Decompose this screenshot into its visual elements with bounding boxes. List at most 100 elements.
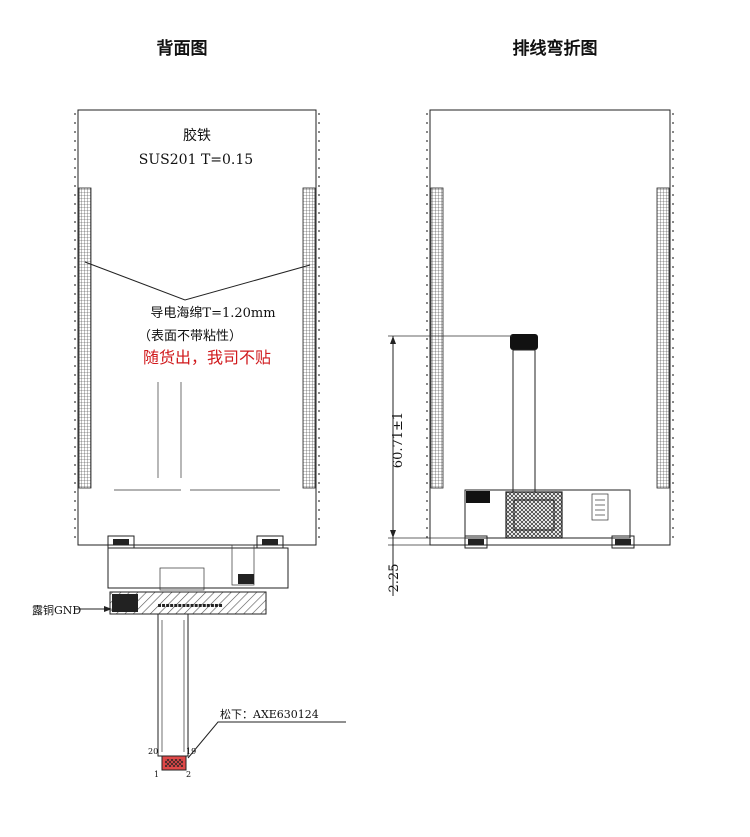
material-label: SUS201 T=0.15 [139, 152, 253, 168]
edge-dot [426, 509, 428, 511]
edge-dot [672, 149, 674, 151]
folded-ic-inner [513, 499, 555, 531]
edge-dot [318, 401, 320, 403]
edge-dot [672, 428, 674, 430]
edge-dot [74, 212, 76, 214]
edge-dot [672, 527, 674, 529]
folded-label-box [591, 493, 609, 521]
flex-tail [157, 613, 189, 757]
edge-dot [318, 266, 320, 268]
edge-dot [318, 311, 320, 313]
edge-dot [74, 320, 76, 322]
edge-dot [74, 311, 76, 313]
edge-dot [318, 527, 320, 529]
edge-dot [426, 221, 428, 223]
edge-dot [426, 185, 428, 187]
edge-dot [318, 509, 320, 511]
edge-dot [672, 284, 674, 286]
edge-dot [672, 491, 674, 493]
edge-dot [426, 275, 428, 277]
back-view: 背面图 胶铁 SUS201 T=0.15 导电海绵T=1.20mm （表面不带粘… [32, 38, 346, 779]
pin-19-label: 19 [186, 747, 196, 756]
edge-dot [672, 140, 674, 142]
edge-dot [318, 248, 320, 250]
edge-dot [74, 437, 76, 439]
edge-dot [426, 518, 428, 520]
edge-dot [672, 473, 674, 475]
edge-dot [426, 437, 428, 439]
edge-dot [672, 185, 674, 187]
foam-strip-left-right [430, 187, 444, 489]
edge-dot [74, 446, 76, 448]
edge-dot [672, 338, 674, 340]
pin-20-label: 20 [148, 747, 158, 756]
edge-dot [318, 257, 320, 259]
edge-dot [672, 320, 674, 322]
edge-dot [426, 464, 428, 466]
pin-2-label: 2 [186, 770, 191, 779]
edge-dot [74, 536, 76, 538]
dim-arrow-bottom [390, 530, 396, 538]
edge-dot [426, 194, 428, 196]
edge-dot [672, 401, 674, 403]
edge-dot [318, 338, 320, 340]
edge-dot [672, 419, 674, 421]
edge-dot [318, 212, 320, 214]
edge-dot [318, 374, 320, 376]
edge-dot [74, 293, 76, 295]
edge-dot [672, 356, 674, 358]
edge-dot [318, 176, 320, 178]
edge-dot [74, 509, 76, 511]
edge-dot [74, 347, 76, 349]
edge-dot [426, 230, 428, 232]
edge-dot [426, 329, 428, 331]
edge-dot [426, 455, 428, 457]
edge-dot [318, 356, 320, 358]
edge-dot [426, 527, 428, 529]
edge-dot [74, 473, 76, 475]
edge-dot [672, 374, 674, 376]
edge-dot [426, 473, 428, 475]
panel-outline [77, 109, 317, 546]
foam-strip-right [302, 187, 316, 489]
edge-dot [672, 518, 674, 520]
edge-dot [318, 437, 320, 439]
edge-dot [426, 149, 428, 151]
edge-dot [426, 536, 428, 538]
edge-dot [318, 284, 320, 286]
edge-dot [318, 347, 320, 349]
back-view-title: 背面图 [157, 38, 208, 59]
edge-dot [426, 140, 428, 142]
connector-pins [165, 759, 183, 767]
edge-dot [426, 122, 428, 124]
edge-dot [74, 221, 76, 223]
edge-dot [74, 176, 76, 178]
edge-dot [426, 401, 428, 403]
edge-dot [426, 266, 428, 268]
edge-dot [74, 230, 76, 232]
edge-dot [318, 140, 320, 142]
edge-dot [74, 518, 76, 520]
edge-dot [318, 482, 320, 484]
edge-dot [672, 158, 674, 160]
edge-dot [672, 239, 674, 241]
edge-dot [74, 491, 76, 493]
foam-note: （表面不带粘性） [138, 329, 242, 344]
edge-dot [672, 437, 674, 439]
edge-dot [318, 365, 320, 367]
edge-dot [318, 122, 320, 124]
edge-dot [74, 149, 76, 151]
mount-tab-r1-pad [468, 539, 484, 545]
edge-dot [426, 365, 428, 367]
edge-dot [672, 509, 674, 511]
edge-dot [74, 194, 76, 196]
dim-arrow-top [390, 336, 396, 344]
edge-dot [318, 320, 320, 322]
edge-dot [74, 527, 76, 529]
edge-dot [672, 347, 674, 349]
edge-dot [74, 500, 76, 502]
edge-dot [318, 392, 320, 394]
pin-1-label: 1 [154, 770, 159, 779]
edge-dot [426, 320, 428, 322]
